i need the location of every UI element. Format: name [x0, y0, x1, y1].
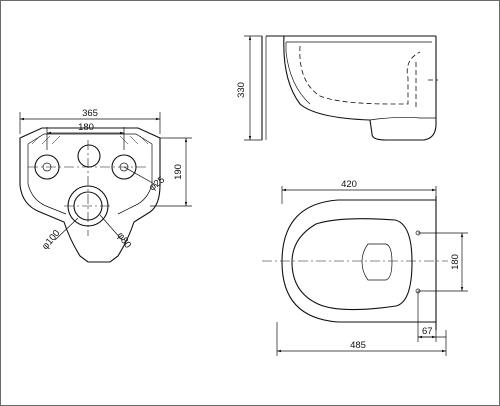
bowl-opening: [361, 243, 393, 281]
dim-top-rear-offset: 67: [422, 326, 433, 337]
dim-top-width: 420: [341, 179, 357, 190]
dim-top-length: 485: [350, 340, 366, 351]
dim-large-hole: φ100: [40, 228, 63, 252]
dim-side-height: 330: [236, 82, 247, 98]
dim-top-fix-spacing: 180: [450, 254, 461, 270]
dim-outlet: φ80: [115, 230, 134, 250]
dim-front-height: 190: [173, 164, 184, 180]
front-hatching: [31, 135, 149, 145]
dim-front-hole-spacing: 180: [78, 122, 94, 133]
bowl-rim: [291, 218, 413, 311]
dim-front-width: 365: [82, 108, 98, 119]
top-view: 420 180 67 485: [262, 179, 468, 356]
water-inlet-hole: [77, 144, 101, 168]
side-view: 330: [236, 35, 438, 141]
front-view: 365 180 190 φ25 φ100 φ80: [19, 108, 192, 263]
